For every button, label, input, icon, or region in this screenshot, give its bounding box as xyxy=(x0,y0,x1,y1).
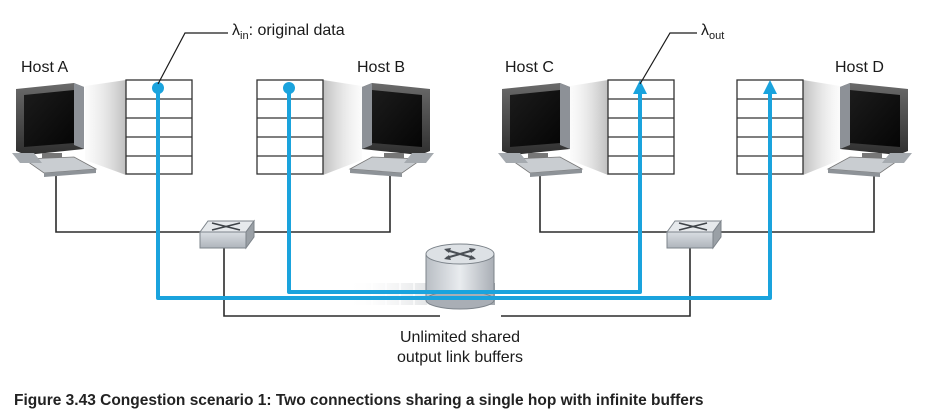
host-a-label: Host A xyxy=(21,59,69,76)
switch-left-icon xyxy=(199,219,255,250)
buffer-label-line1: Unlimited shared xyxy=(399,329,521,346)
connection-beams xyxy=(85,80,840,175)
wire-router-switch2 xyxy=(501,248,691,317)
computers xyxy=(12,83,912,177)
lambda-in-symbol: λ xyxy=(232,22,240,39)
flow-b-to-c xyxy=(287,88,642,294)
wire-switch-b xyxy=(247,165,391,233)
flow-b-source-dot xyxy=(283,82,295,94)
flow-a-source-dot xyxy=(152,82,164,94)
beam-host-a xyxy=(85,80,126,175)
data-flows xyxy=(156,88,772,300)
beam-host-b xyxy=(323,80,362,175)
lambda-in-text: : original data xyxy=(248,22,345,39)
host-d-label: Host D xyxy=(835,59,884,76)
flow-endpoints xyxy=(152,80,777,94)
wire-switch-router xyxy=(223,248,440,317)
flow-c-arrowhead xyxy=(633,80,647,94)
host-b-label: Host B xyxy=(357,59,406,76)
host-b-computer-icon xyxy=(348,83,434,177)
host-a-computer-icon xyxy=(12,83,98,177)
flow-d-arrowhead xyxy=(763,80,777,94)
lambda-in-label: λin: original data xyxy=(232,22,345,42)
figure-caption: Figure 3.43 Congestion scenario 1: Two c… xyxy=(14,392,704,409)
lambda-out-symbol: λ xyxy=(701,22,709,39)
wire-a-switch xyxy=(55,165,200,233)
host-c-label: Host C xyxy=(505,59,554,76)
beam-host-c xyxy=(570,80,608,175)
beam-host-d xyxy=(803,80,840,175)
lambda-in-leader xyxy=(157,32,228,85)
host-c-computer-icon xyxy=(498,83,584,177)
host-d-computer-icon xyxy=(826,83,912,177)
wire-c-switch2 xyxy=(539,165,667,233)
switch-right-icon xyxy=(666,219,722,250)
lambda-out-subscript: out xyxy=(709,30,725,42)
lambda-out-leader xyxy=(639,32,697,85)
lambda-in-subscript: in xyxy=(240,30,249,42)
lambda-out-label: λout xyxy=(701,22,724,42)
wire-switch2-d xyxy=(714,165,875,233)
buffer-label-line2: output link buffers xyxy=(396,349,523,366)
network-wires xyxy=(55,165,875,317)
flow-a-to-d xyxy=(156,88,772,300)
